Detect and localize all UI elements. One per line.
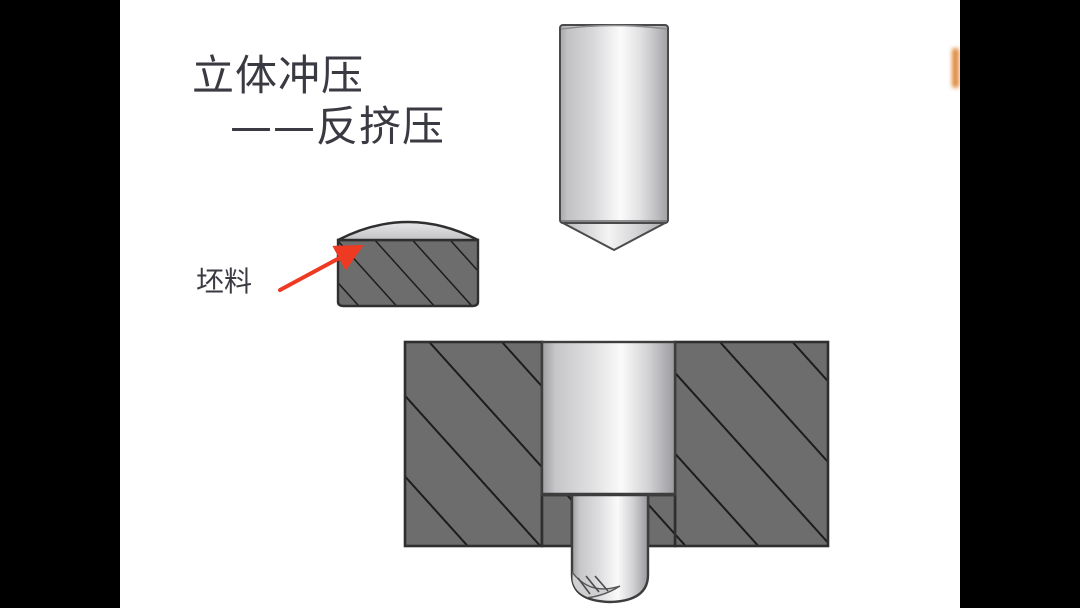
- die-block-right: [673, 340, 830, 548]
- orange-edge-sliver: [952, 48, 959, 88]
- punch-tip-cone: [560, 221, 668, 251]
- ejected-stem: [570, 493, 650, 604]
- title-line-primary: 立体冲压: [192, 51, 365, 100]
- letterbox-right: [960, 0, 1080, 608]
- punch-top-rim: [560, 24, 668, 30]
- blank-top-dome: [337, 220, 479, 242]
- extrusion-diagram: [278, 24, 830, 604]
- blank-pointer-arrow: [278, 244, 364, 292]
- punch-part: [559, 24, 669, 251]
- die-bridge-right: [646, 493, 677, 548]
- blank-annotation-label: 坯料: [196, 265, 253, 298]
- die-block-left: [403, 340, 544, 548]
- blank-part: [336, 220, 480, 308]
- ejected-stem-body: [570, 493, 650, 604]
- presentation-slide: 立体冲压 ——反挤压 坯料: [120, 0, 960, 608]
- letterbox-left: [0, 0, 120, 608]
- die-assembly: [403, 340, 830, 604]
- blank-body-hatched: [336, 238, 480, 308]
- die-bridge-left: [540, 493, 574, 548]
- title-line-secondary: ——反挤压: [230, 102, 446, 152]
- punch-body: [559, 24, 669, 224]
- page-title: 立体冲压 ——反挤压: [192, 50, 445, 152]
- die-cavity-slug: [540, 340, 677, 497]
